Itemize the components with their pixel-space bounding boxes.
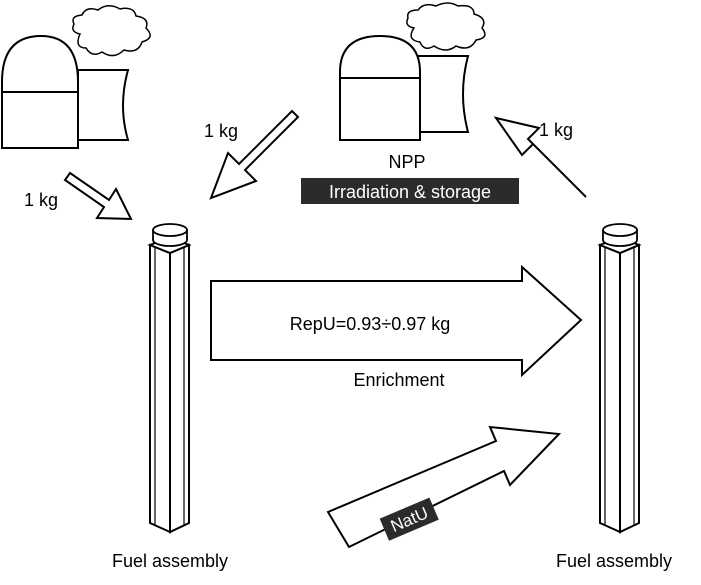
fuel-assembly-right-icon bbox=[597, 223, 642, 534]
enrichment-label: Enrichment bbox=[353, 370, 444, 390]
assembly-left-cap-top bbox=[152, 223, 188, 237]
nuclear-plant-left-icon bbox=[1, 5, 151, 149]
assembly-right-side bbox=[599, 243, 621, 534]
irradiation-label-bg bbox=[301, 178, 519, 204]
fuel-assembly-left-icon bbox=[147, 223, 192, 534]
arrow-natu bbox=[326, 425, 562, 549]
fuel-assembly-left-label: Fuel assembly bbox=[112, 551, 228, 571]
fuel-assembly-right-label: Fuel assembly bbox=[556, 551, 672, 571]
npp-label: NPP bbox=[388, 152, 425, 172]
mass-label-right: 1 kg bbox=[539, 120, 573, 140]
nuclear-plant-center-icon bbox=[339, 2, 486, 141]
arrow-npp-to-assembly-left bbox=[209, 109, 300, 200]
assembly-left-side bbox=[149, 243, 171, 534]
assembly-left-front bbox=[169, 243, 190, 534]
cloud-icon bbox=[406, 2, 486, 51]
arrow-enrichment bbox=[210, 264, 583, 378]
arrow-assembly-to-npp-right bbox=[493, 116, 587, 198]
assembly-right-cap-top bbox=[602, 223, 638, 237]
natu-label-bg bbox=[379, 497, 439, 541]
cooling-tower-center bbox=[417, 55, 470, 133]
irradiation-storage-label: Irradiation & storage bbox=[329, 182, 491, 202]
repu-label: RepU=0.93÷0.97 kg bbox=[290, 314, 451, 334]
assembly-right-front bbox=[619, 243, 640, 534]
reactor-dome-center bbox=[339, 34, 421, 141]
cloud-icon bbox=[72, 5, 151, 57]
cooling-tower-left bbox=[77, 69, 130, 141]
arrow-plant-to-assembly-left bbox=[63, 171, 133, 221]
mass-label-left-plant: 1 kg bbox=[24, 190, 58, 210]
mass-label-npp-to-left: 1 kg bbox=[204, 121, 238, 141]
